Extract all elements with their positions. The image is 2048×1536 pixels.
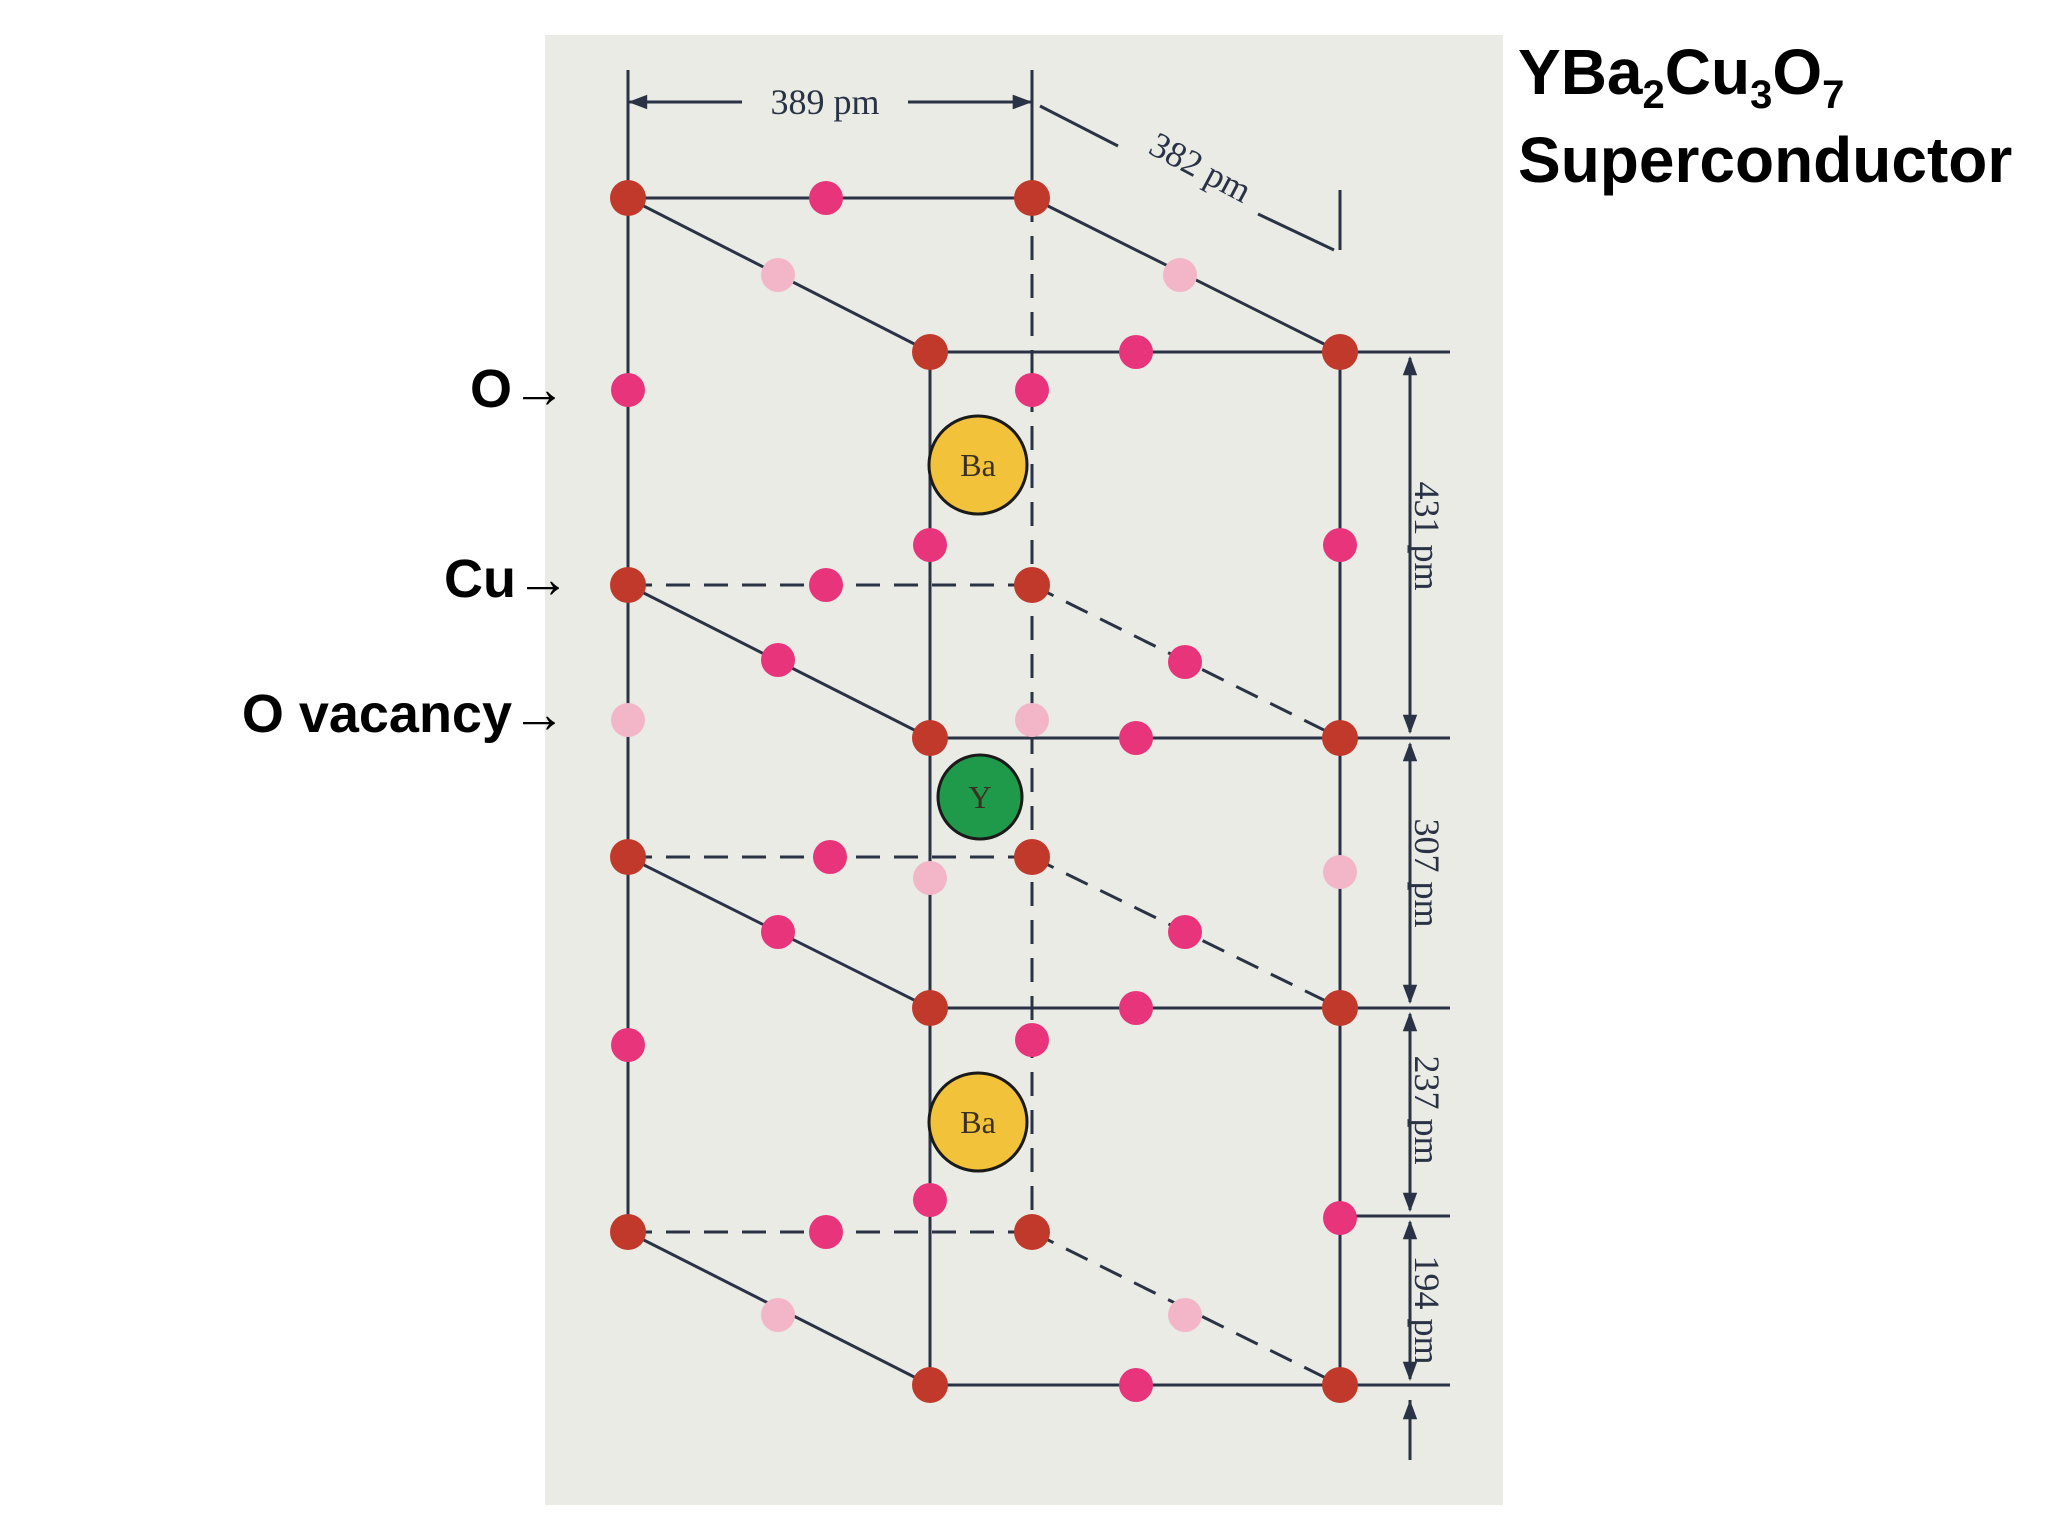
yttrium-atom (936, 753, 1024, 841)
oxygen-atom (1168, 645, 1202, 679)
copper-atom (912, 334, 948, 370)
oxygen-atom (1119, 335, 1153, 369)
formula-sub-1: 2 (1642, 73, 1665, 117)
oxygen-atom (809, 568, 843, 602)
oxygen-vacancy (1323, 855, 1357, 889)
copper-atom (610, 839, 646, 875)
copper-atom (610, 567, 646, 603)
oxygen-atom (1323, 1201, 1357, 1235)
copper-atom (1014, 1214, 1050, 1250)
dim-label-a: 389 pm (770, 82, 879, 122)
copper-atom (1322, 334, 1358, 370)
oxygen-atom (1323, 528, 1357, 562)
subtitle: Superconductor (1518, 124, 2013, 196)
arrow-head (1402, 356, 1418, 376)
oxygen-vacancy (761, 258, 795, 292)
barium-atom-top (927, 414, 1029, 516)
arrow-head (628, 94, 648, 110)
oxygen-atom (913, 1183, 947, 1217)
arrow-head (1402, 714, 1418, 734)
oxygen-atom (611, 373, 645, 407)
barium-atom-top-label: Ba (960, 447, 996, 483)
oxygen-atom (1119, 991, 1153, 1025)
formula-sub-3: 7 (1822, 73, 1845, 117)
diagram-panel (545, 35, 1503, 1505)
oxygen-vacancy (1168, 1298, 1202, 1332)
oxygen-atom (913, 528, 947, 562)
dimension-lines (626, 70, 1450, 1460)
oxygen-atom (1168, 915, 1202, 949)
dim-label-c4: 194 pm (1407, 1255, 1447, 1364)
oxygen-label: O→ (469, 359, 566, 419)
oxygen-vacancy (913, 861, 947, 895)
copper-label: Cu→ (444, 549, 570, 609)
oxygen-atom (809, 1215, 843, 1249)
oxygen-atom (1119, 721, 1153, 755)
oxygen-atom (1015, 1023, 1049, 1057)
copper-atom (1014, 839, 1050, 875)
barium-atom-bottom (927, 1071, 1029, 1173)
formula-title: YBa2Cu3O7 (1518, 28, 2012, 116)
copper-atom (1014, 180, 1050, 216)
dim-line-b-1 (1039, 104, 1119, 148)
dim-label-c2: 307 pm (1407, 818, 1447, 927)
vacancy-label: O vacancy→ (241, 684, 566, 744)
dim-label-c3: 237 pm (1407, 1055, 1447, 1164)
dim-line-b-2 (1257, 212, 1335, 252)
arrow-head (1402, 1192, 1418, 1212)
arrow-head (1402, 984, 1418, 1004)
arrow-head (1012, 94, 1032, 110)
arrow-head (1402, 1012, 1418, 1032)
arrow-head (1402, 1220, 1418, 1240)
formula-part-2: Cu (1664, 36, 1751, 108)
copper-atom (1322, 720, 1358, 756)
arrow-head (1402, 1400, 1418, 1420)
copper-atom (610, 1214, 646, 1250)
oxygen-atom (1015, 373, 1049, 407)
oxygen-vacancy (611, 703, 645, 737)
copper-atom (1014, 567, 1050, 603)
oxygen-atom (611, 1028, 645, 1062)
copper-atom (912, 990, 948, 1026)
oxygen-atom (761, 643, 795, 677)
oxygen-atom (1119, 1368, 1153, 1402)
copper-atom (912, 1367, 948, 1403)
oxygen-vacancy (1163, 258, 1197, 292)
oxygen-atom (761, 915, 795, 949)
formula-part-1: YBa (1518, 36, 1643, 108)
copper-atom (1322, 990, 1358, 1026)
copper-atom (912, 720, 948, 756)
dim-label-c1: 431 pm (1407, 481, 1447, 590)
yttrium-atom-label: Y (968, 779, 991, 815)
oxygen-atom (813, 840, 847, 874)
formula-part-3: O (1772, 36, 1823, 108)
copper-atom (610, 180, 646, 216)
oxygen-vacancy (761, 1298, 795, 1332)
arrow-head (1402, 1361, 1418, 1381)
barium-atom-bottom-label: Ba (960, 1104, 996, 1140)
oxygen-atom (809, 181, 843, 215)
oxygen-vacancy (1015, 703, 1049, 737)
formula-sub-2: 3 (1750, 73, 1773, 117)
title-block: YBa2Cu3O7 Superconductor (1518, 28, 2012, 204)
copper-atom (1322, 1367, 1358, 1403)
arrow-head (1402, 742, 1418, 762)
